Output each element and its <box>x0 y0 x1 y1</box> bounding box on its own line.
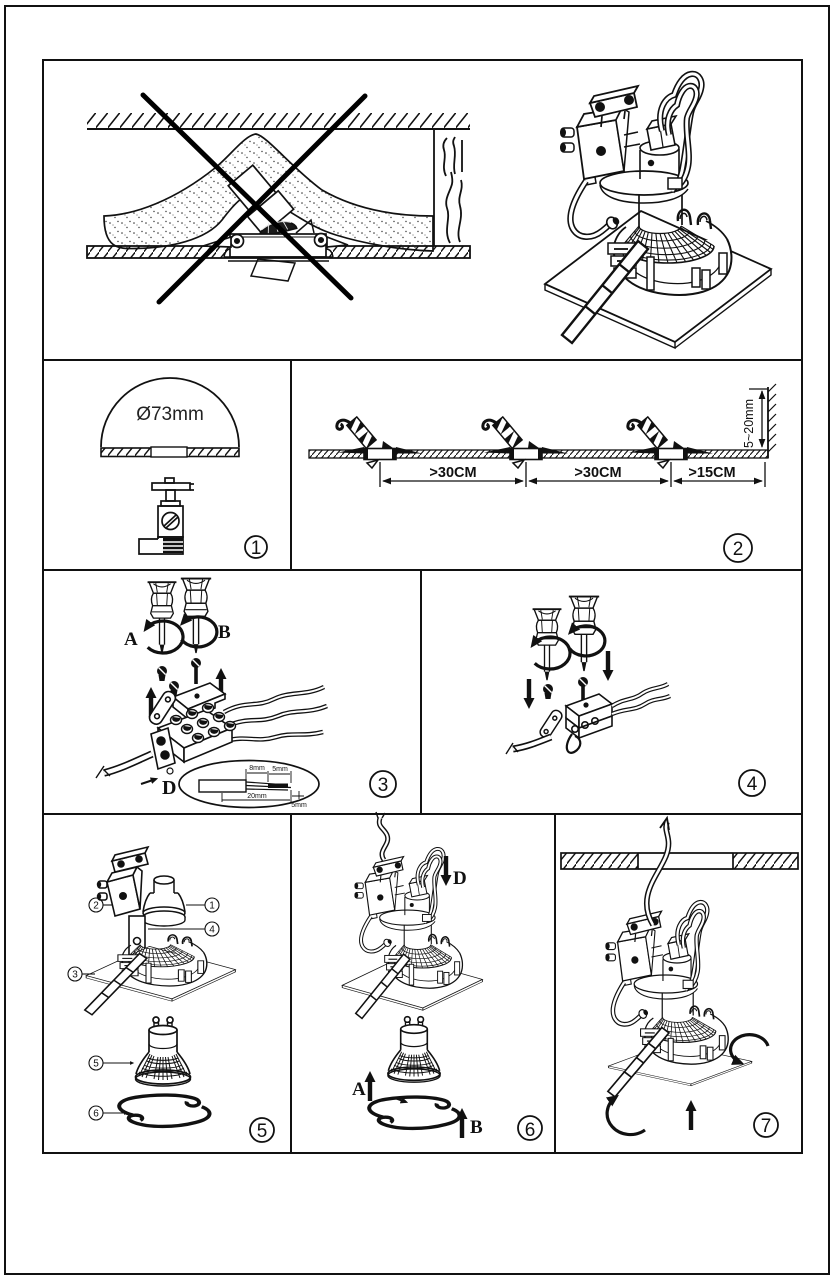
svg-text:6: 6 <box>525 1120 536 1141</box>
svg-text:5~20mm: 5~20mm <box>742 399 756 448</box>
svg-text:6: 6 <box>93 1109 99 1120</box>
svg-text:20mm: 20mm <box>247 793 267 800</box>
svg-text:3: 3 <box>378 775 389 796</box>
svg-text:8mm: 8mm <box>249 765 265 772</box>
svg-text:5mm: 5mm <box>291 802 307 809</box>
svg-text:1: 1 <box>251 538 262 559</box>
svg-text:>15CM: >15CM <box>688 465 735 481</box>
svg-text:5: 5 <box>257 1121 268 1142</box>
svg-text:B: B <box>218 622 231 643</box>
svg-text:D: D <box>453 868 467 889</box>
svg-text:2: 2 <box>733 539 744 560</box>
svg-text:7: 7 <box>761 1116 772 1137</box>
svg-text:4: 4 <box>747 774 758 795</box>
svg-text:3: 3 <box>72 970 78 981</box>
svg-text:B: B <box>470 1117 483 1138</box>
svg-text:Ø73mm: Ø73mm <box>136 404 204 425</box>
svg-text:D: D <box>162 777 176 799</box>
svg-text:2: 2 <box>93 901 99 912</box>
svg-text:4: 4 <box>209 925 215 936</box>
svg-text:>30CM: >30CM <box>574 465 621 481</box>
svg-text:>30CM: >30CM <box>429 465 476 481</box>
svg-text:5: 5 <box>93 1059 99 1070</box>
svg-text:1: 1 <box>209 901 215 912</box>
svg-text:A: A <box>124 629 138 650</box>
svg-text:5mm: 5mm <box>272 766 288 773</box>
svg-text:A: A <box>352 1079 366 1100</box>
